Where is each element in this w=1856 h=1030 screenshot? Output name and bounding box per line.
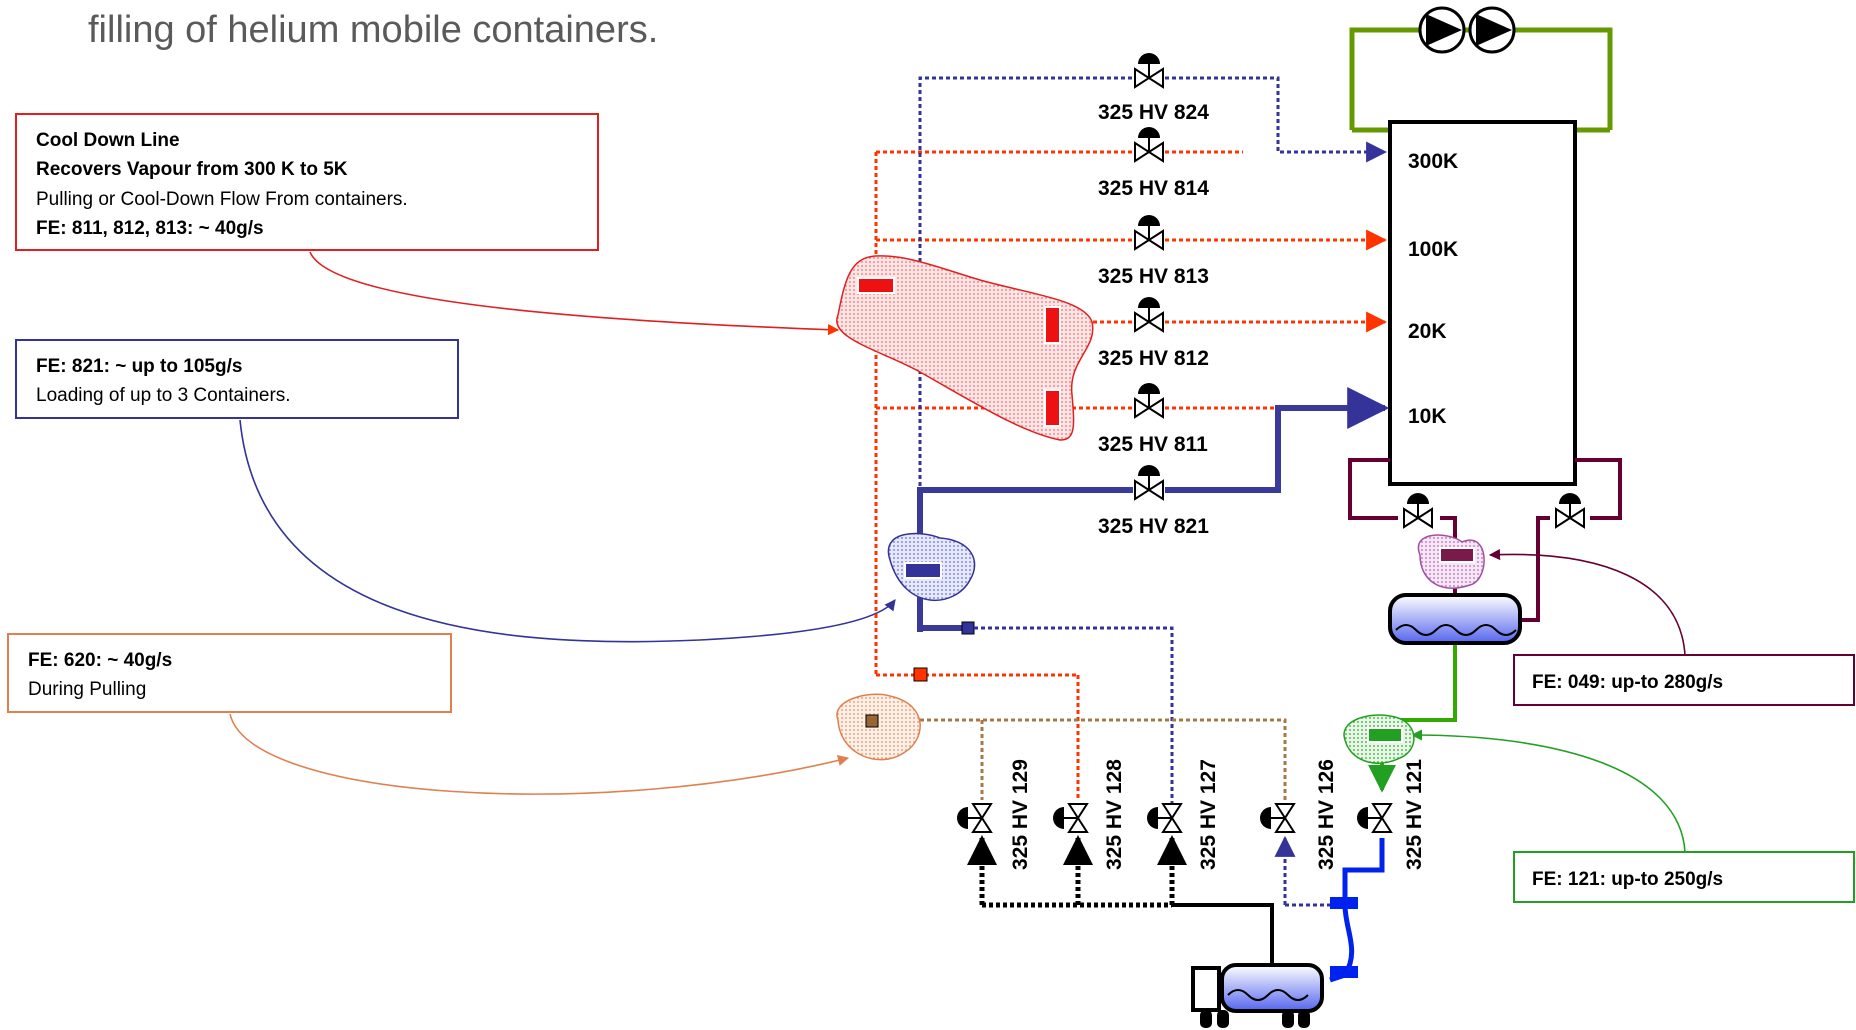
line-hv129-hv126-return bbox=[877, 709, 1287, 800]
cold-box-level-20k: 20K bbox=[1408, 320, 1447, 343]
cold-box: 300K 100K 20K 10K bbox=[1388, 120, 1577, 486]
label-hv814: 325 HV 814 bbox=[1098, 177, 1209, 200]
dewar-valve-left-icon[interactable] bbox=[1403, 492, 1433, 528]
label-hv126: 325 HV 126 bbox=[1315, 759, 1338, 870]
valve-hv128-icon[interactable] bbox=[1052, 803, 1088, 833]
valve-hv121-icon[interactable] bbox=[1356, 803, 1392, 833]
valve-hv812-icon[interactable] bbox=[1134, 296, 1164, 332]
valve-hv824-icon[interactable] bbox=[1134, 52, 1164, 88]
flow-element-811-812-813 bbox=[836, 255, 1094, 441]
label-hv129: 325 HV 129 bbox=[1009, 759, 1032, 870]
leader-fe049 bbox=[1488, 548, 1686, 656]
transfer-hose bbox=[1329, 838, 1385, 983]
label-hv821: 325 HV 821 bbox=[1098, 515, 1209, 538]
line-hv824 bbox=[918, 76, 1388, 598]
label-hv121: 325 HV 121 bbox=[1403, 759, 1426, 870]
label-hv127: 325 HV 127 bbox=[1197, 759, 1220, 870]
callout-cooldown-line1: Cool Down Line bbox=[36, 130, 180, 151]
compressor-pump-2-icon bbox=[1468, 6, 1516, 54]
leader-fe821 bbox=[239, 419, 896, 643]
callout-fe821: FE: 821: ~ up to 105g/s Loading of up to… bbox=[15, 339, 459, 419]
callout-fe049: FE: 049: up-to 280g/s bbox=[1513, 654, 1855, 706]
label-hv812: 325 HV 812 bbox=[1098, 347, 1209, 370]
label-hv811: 325 HV 811 bbox=[1098, 433, 1208, 456]
callout-fe620: FE: 620: ~ 40g/s During Pulling bbox=[7, 633, 452, 713]
hv127-branch-node bbox=[961, 621, 975, 635]
mobile-container-truck-icon bbox=[1191, 963, 1324, 1028]
compressor-pump-1-icon bbox=[1418, 6, 1466, 54]
valve-hv811-icon[interactable] bbox=[1134, 382, 1164, 418]
leader-fe620 bbox=[229, 713, 850, 795]
callout-fe049-line1: FE: 049: up-to 280g/s bbox=[1532, 672, 1723, 693]
label-hv128: 325 HV 128 bbox=[1103, 759, 1126, 870]
fe620-branch-node bbox=[913, 667, 928, 682]
flow-element-620 bbox=[836, 693, 921, 761]
callout-cooldown: Cool Down Line Recovers Vapour from 300 … bbox=[15, 113, 599, 251]
cold-box-level-300k: 300K bbox=[1408, 150, 1458, 173]
valve-hv129-icon[interactable] bbox=[956, 803, 992, 833]
callout-fe620-line2: During Pulling bbox=[28, 679, 146, 700]
callout-fe821-line2: Loading of up to 3 Containers. bbox=[36, 385, 291, 406]
callout-fe121-line1: FE: 121: up-to 250g/s bbox=[1532, 869, 1723, 890]
valve-hv814-icon[interactable] bbox=[1134, 126, 1164, 162]
cold-box-level-100k: 100K bbox=[1408, 238, 1458, 261]
leader-fe121 bbox=[1410, 729, 1686, 853]
leader-cooldown bbox=[309, 251, 840, 336]
page-heading: filling of helium mobile containers. bbox=[88, 9, 658, 51]
cooldown-lines bbox=[874, 150, 1388, 800]
cold-box-level-10k: 10K bbox=[1408, 405, 1447, 428]
callout-cooldown-line4: FE: 811, 812, 813: ~ 40g/s bbox=[36, 218, 264, 239]
callout-fe821-line1: FE: 821: ~ up to 105g/s bbox=[36, 356, 242, 377]
callout-fe620-line1: FE: 620: ~ 40g/s bbox=[28, 650, 172, 671]
line-hv127 bbox=[974, 626, 1174, 810]
valve-hv126-icon[interactable] bbox=[1259, 803, 1295, 833]
storage-dewar bbox=[1388, 593, 1522, 645]
callout-cooldown-line3: Pulling or Cool-Down Flow From container… bbox=[36, 189, 408, 210]
dewar-valve-right-icon[interactable] bbox=[1555, 492, 1585, 528]
container-manifold bbox=[967, 835, 1338, 975]
label-hv824: 325 HV 824 bbox=[1098, 101, 1209, 124]
valve-hv127-icon[interactable] bbox=[1146, 803, 1182, 833]
valve-hv813-icon[interactable] bbox=[1134, 214, 1164, 250]
valve-hv821-icon[interactable] bbox=[1134, 464, 1164, 500]
callout-cooldown-line2: Recovers Vapour from 300 K to 5K bbox=[36, 159, 348, 180]
label-hv813: 325 HV 813 bbox=[1098, 265, 1209, 288]
callout-fe121: FE: 121: up-to 250g/s bbox=[1513, 851, 1855, 903]
